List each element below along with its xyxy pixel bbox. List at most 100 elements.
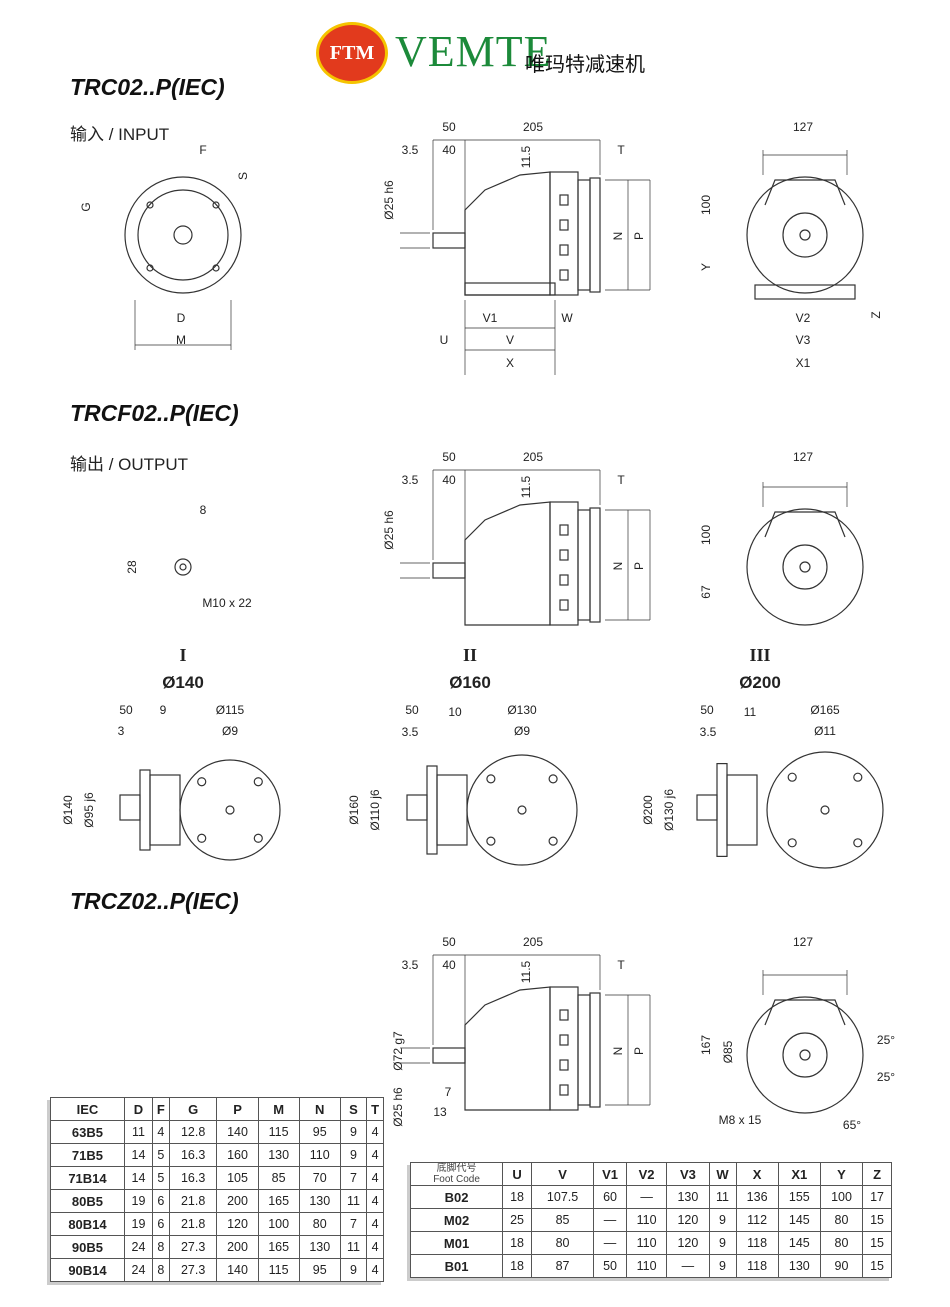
table-cell: 11 bbox=[339, 1189, 368, 1213]
table-cell: 90 bbox=[819, 1254, 864, 1278]
flange-body bbox=[577, 179, 591, 291]
bolt-hole bbox=[197, 833, 207, 843]
output-shaft bbox=[432, 562, 466, 579]
bolt bbox=[559, 524, 569, 536]
table-cell: 105 bbox=[216, 1166, 259, 1190]
dim-G: G bbox=[79, 202, 93, 211]
dim-thread: M8 x 15 bbox=[719, 1113, 762, 1127]
table-cell: 24 bbox=[123, 1258, 153, 1282]
table-cell: 19 bbox=[123, 1212, 153, 1236]
flange-size: Ø160 bbox=[449, 673, 491, 692]
table-cell: 9 bbox=[708, 1254, 737, 1278]
input-flange-spigot bbox=[137, 189, 229, 281]
table-cell: 165 bbox=[257, 1235, 300, 1259]
dim: Ø165 bbox=[810, 703, 840, 717]
section-title-trc: TRC02..P(IEC) bbox=[70, 74, 225, 100]
side-view-2-labels: 50 205 3.5 40 11.5 T Ø25 h6 N P bbox=[382, 450, 646, 570]
header-cn: 底脚代号 bbox=[436, 1163, 477, 1174]
table-cell: 27.3 bbox=[168, 1258, 218, 1282]
dim-shaft-dia: Ø25 h6 bbox=[382, 180, 396, 220]
dim-V3: V3 bbox=[796, 333, 811, 347]
bolt bbox=[559, 1009, 569, 1021]
column-header: X1 bbox=[777, 1162, 821, 1186]
column-header: P bbox=[216, 1097, 259, 1121]
column-header: S bbox=[339, 1097, 368, 1121]
table-cell: 6 bbox=[151, 1212, 170, 1236]
table-cell: 155 bbox=[777, 1185, 821, 1209]
table-cell: 8 bbox=[151, 1258, 170, 1282]
dim-shaft-dia: Ø25 h6 bbox=[391, 1087, 405, 1127]
table-cell: 11 bbox=[339, 1235, 368, 1259]
dim: 11 bbox=[744, 705, 757, 719]
dim-D: D bbox=[177, 311, 186, 325]
housing bbox=[464, 171, 551, 296]
table-cell: 17 bbox=[862, 1185, 892, 1209]
column-header: V3 bbox=[666, 1162, 710, 1186]
column-header: V bbox=[530, 1162, 595, 1186]
table-cell: 110 bbox=[298, 1143, 341, 1167]
table-cell: 4 bbox=[366, 1235, 384, 1259]
end-view-outline bbox=[746, 996, 864, 1114]
dim: 3.5 bbox=[402, 725, 419, 739]
dim: Ø9 bbox=[514, 724, 530, 738]
bolt-hole bbox=[486, 774, 496, 784]
column-header: Y bbox=[819, 1162, 864, 1186]
bolt bbox=[559, 1084, 569, 1096]
flange-roman: III bbox=[749, 645, 770, 665]
input-flange bbox=[589, 992, 601, 1108]
table-cell: 7 bbox=[339, 1166, 368, 1190]
table-cell: 8 bbox=[151, 1235, 170, 1259]
bolt-hole bbox=[787, 772, 797, 782]
center-hole bbox=[179, 563, 187, 571]
table-cell: 15 bbox=[862, 1231, 892, 1255]
table-cell: 115 bbox=[257, 1120, 300, 1144]
table-cell: 7 bbox=[339, 1212, 368, 1236]
dim-shaft-dia: Ø25 h6 bbox=[382, 510, 396, 550]
table-cell: M02 bbox=[409, 1208, 504, 1232]
dim-N: N bbox=[611, 1047, 625, 1056]
dim-P: P bbox=[632, 562, 646, 570]
dim-50: 50 bbox=[442, 120, 456, 134]
table-cell: 120 bbox=[216, 1212, 259, 1236]
center-hole bbox=[517, 805, 527, 815]
dim-205: 205 bbox=[523, 450, 543, 464]
dim-3-5: 3.5 bbox=[402, 473, 419, 487]
housing-mid bbox=[549, 986, 579, 1111]
table-cell: 87 bbox=[530, 1254, 595, 1278]
table-cell: 19 bbox=[123, 1189, 153, 1213]
gearbox-side-view bbox=[400, 469, 651, 626]
dim-40: 40 bbox=[442, 143, 456, 157]
shaft bbox=[119, 794, 141, 821]
table-cell: 11 bbox=[708, 1185, 737, 1209]
housing-top bbox=[764, 999, 846, 1026]
table-cell: 80B5 bbox=[50, 1189, 125, 1213]
dim-67: 67 bbox=[699, 585, 713, 599]
dim-8: 8 bbox=[200, 503, 207, 517]
housing-top bbox=[764, 179, 846, 206]
table-cell: 21.8 bbox=[168, 1189, 218, 1213]
table-cell: 145 bbox=[777, 1208, 821, 1232]
dim-127: 127 bbox=[793, 450, 813, 464]
dim-127: 127 bbox=[793, 935, 813, 949]
foot bbox=[754, 284, 856, 300]
table-cell: 12.8 bbox=[168, 1120, 218, 1144]
bolt bbox=[559, 269, 569, 281]
dim-127: 127 bbox=[793, 120, 813, 134]
flange-I-labels: I Ø140 50 9 3 Ø115 Ø9 Ø140 Ø95 j6 bbox=[61, 645, 245, 828]
table-cell: B01 bbox=[409, 1254, 504, 1278]
table-cell: 9 bbox=[339, 1143, 368, 1167]
dim-N: N bbox=[611, 232, 625, 241]
housing-top bbox=[764, 511, 846, 538]
end-view-hub bbox=[782, 1032, 828, 1078]
table-cell: — bbox=[593, 1231, 627, 1255]
dim-50: 50 bbox=[442, 935, 456, 949]
dim: 50 bbox=[700, 703, 714, 717]
angle-65: 65° bbox=[843, 1118, 861, 1132]
brand-name-cn: 唯玛特减速机 bbox=[525, 54, 645, 76]
end-view-hub bbox=[782, 544, 828, 590]
table-cell: 4 bbox=[366, 1166, 384, 1190]
